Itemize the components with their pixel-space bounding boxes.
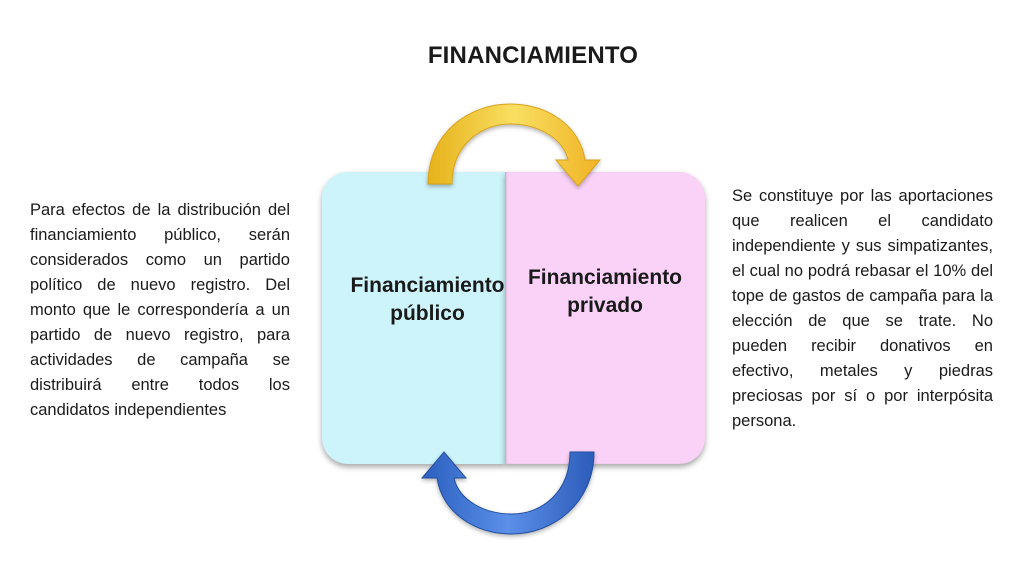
private-financing-label-line1: Financiamiento (527, 266, 683, 289)
page-title: FINANCIAMIENTO (427, 42, 639, 69)
private-financing-label: Financiamiento privado (505, 264, 705, 320)
public-financing-description: Para efectos de la distribución del fina… (30, 201, 290, 419)
public-financing-box: Financiamiento público (322, 172, 505, 464)
curved-arrow-right-icon (427, 103, 602, 187)
private-financing-label-line2: privado (567, 294, 643, 317)
public-financing-label-line2: público (390, 302, 465, 325)
public-financing-label: Financiamiento público (336, 272, 519, 328)
private-financing-box: Financiamiento privado (505, 172, 705, 464)
public-financing-label-line1: Financiamiento (350, 274, 505, 297)
curved-arrow-left-icon (420, 451, 595, 535)
private-financing-description: Se constituye por las aportaciones que r… (732, 187, 993, 430)
